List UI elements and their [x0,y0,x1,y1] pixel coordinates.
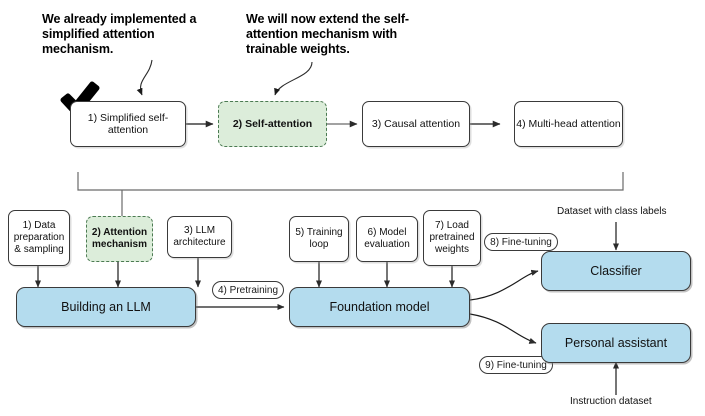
box-foundation-model[interactable]: Foundation model [289,287,470,327]
box-classifier[interactable]: Classifier [541,251,691,291]
box-label: Building an LLM [61,299,151,314]
box-self-attention[interactable]: 2) Self-attention [218,101,327,147]
box-label: 4) Multi-head attention [516,117,621,130]
box-data-preparation[interactable]: 1) Data preparation & sampling [8,210,70,266]
box-attention-mechanism[interactable]: 2) Attention mechanism [86,216,153,262]
box-label: Personal assistant [564,335,668,350]
box-training-loop[interactable]: 5) Training loop [289,216,349,262]
box-label: Classifier [590,263,642,278]
bracket-connector [77,172,624,191]
annotation-dataset-class-labels: Dataset with class labels [557,206,667,217]
box-label: 2) Self-attention [232,117,313,130]
box-llm-architecture[interactable]: 3) LLM architecture [167,216,232,258]
callout-left-arrow [136,59,153,96]
callout-right-text: We will now extend the self-attention me… [246,12,409,56]
box-label: Foundation model [329,299,430,314]
pill-text: 9) Fine-tuning [485,359,547,371]
box-label: 5) Training loop [295,227,343,250]
box-simplified-self-attention[interactable]: 1) Simplified self-attention [70,101,186,147]
box-multi-head-attention[interactable]: 4) Multi-head attention [514,101,623,147]
box-label: 1) Simplified self-attention [87,111,169,137]
callout-left-text: We already implemented a simplified atte… [42,12,197,56]
annotation-instruction-dataset: Instruction dataset [570,396,652,407]
arrow-to-personal-assistant [469,313,537,344]
box-causal-attention[interactable]: 3) Causal attention [362,101,470,147]
box-building-an-llm[interactable]: Building an LLM [16,287,196,327]
box-label: 3) LLM architecture [173,225,226,248]
box-label: 6) Model evaluation [364,227,410,250]
box-personal-assistant[interactable]: Personal assistant [541,323,691,363]
label-fine-tuning-9[interactable]: 9) Fine-tuning [479,356,553,374]
label-fine-tuning-8[interactable]: 8) Fine-tuning [484,233,558,251]
pill-text: 8) Fine-tuning [490,236,552,248]
callout-right-arrow [274,61,313,96]
box-label: 3) Causal attention [371,117,461,130]
box-model-evaluation[interactable]: 6) Model evaluation [356,216,418,262]
box-load-pretrained-weights[interactable]: 7) Load pretrained weights [423,210,481,266]
pill-text: 4) Pretraining [217,284,279,296]
label-pretraining[interactable]: 4) Pretraining [212,281,284,299]
arrow-to-classifier [469,269,539,301]
box-label: 7) Load pretrained weights [429,220,475,255]
box-label: 2) Attention mechanism [91,227,148,250]
box-label: 1) Data preparation & sampling [13,220,65,255]
